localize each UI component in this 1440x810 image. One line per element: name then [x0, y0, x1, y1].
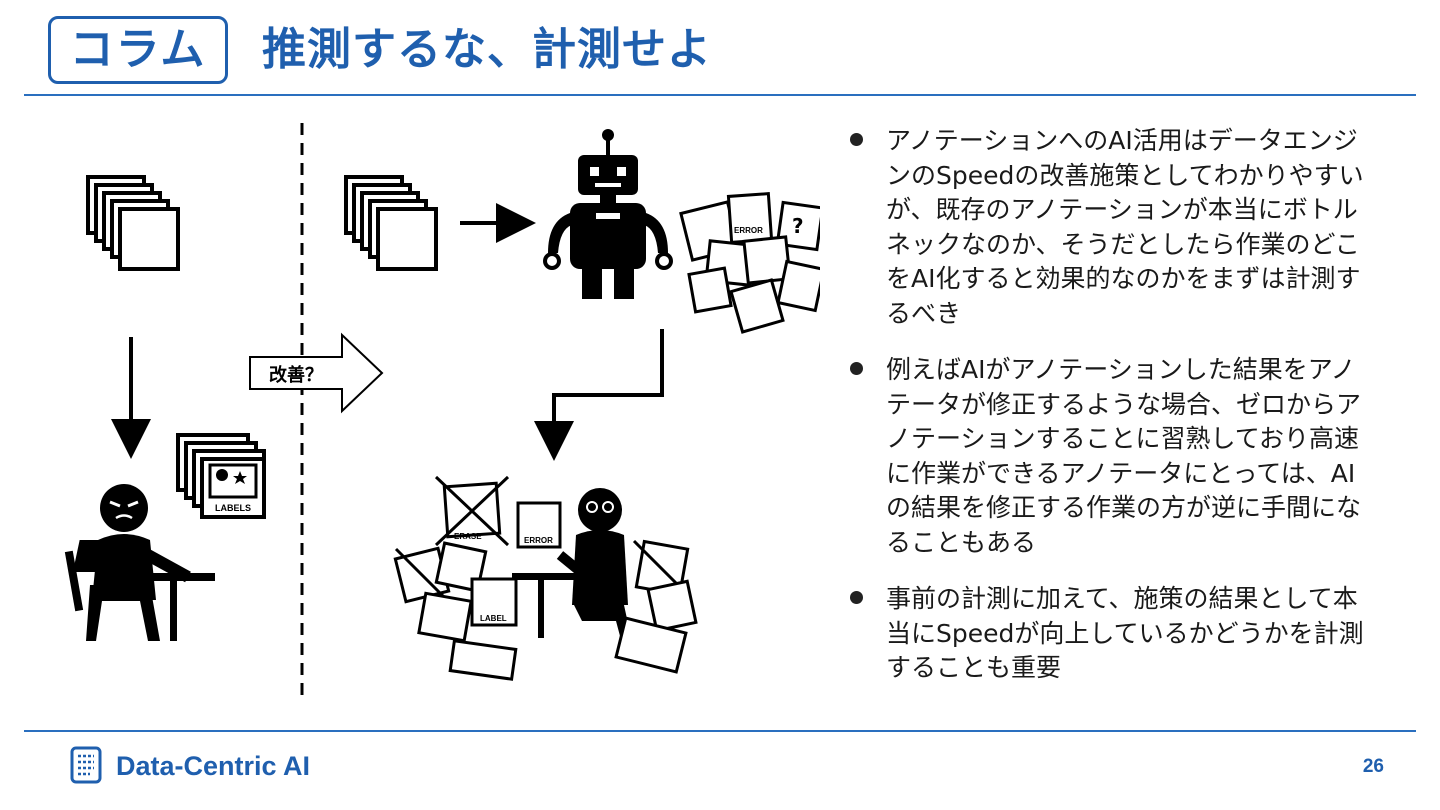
robot-icon [543, 129, 673, 299]
stressed-worker-icon [512, 488, 634, 651]
bullet-dot-icon [850, 133, 863, 146]
slide-title: 推測するな、計測せよ [262, 24, 712, 75]
labels-text: LABELS [215, 503, 251, 513]
header-divider [24, 94, 1416, 96]
page-number: 26 [1362, 756, 1384, 777]
bullet-dot-icon [850, 362, 863, 375]
bullet-list: アノテーションへのAI活用はデータエンジンのSpeedの改善施策としてわかりやす… [846, 124, 1376, 708]
error-card-mark: ? [792, 214, 804, 238]
improvement-arrow-icon [249, 332, 384, 414]
blank-pages-stack-icon [86, 175, 180, 271]
labels-stack-icon [176, 433, 266, 519]
blank-pages-stack-icon-2 [344, 175, 438, 271]
column-badge: コラム [48, 16, 228, 84]
scattered-cards-icon [393, 475, 698, 681]
bullet-dot-icon [850, 591, 863, 604]
bullet-item: 事前の計測に加えて、施策の結果として本当にSpeedが向上しているかどうかを計測… [846, 582, 1376, 686]
worker-error-text: ERROR [524, 536, 553, 545]
data-centric-logo-icon [70, 746, 102, 784]
error-card-text: ERROR [734, 226, 763, 235]
erase-text: ERASE [454, 532, 482, 541]
error-cards-icon [679, 192, 820, 334]
improvement-arrow-label: 改善？ [269, 364, 323, 386]
label-text: LABEL [480, 614, 507, 623]
annotator-person-icon [64, 484, 215, 641]
footer-brand: Data-Centric AI [116, 751, 311, 781]
bullet-item: 例えばAIがアノテーションした結果をアノテータが修正するような場合、ゼロからアノ… [846, 353, 1376, 560]
bullet-item: アノテーションへのAI活用はデータエンジンのSpeedの改善施策としてわかりやす… [846, 124, 1376, 331]
footer-divider [24, 730, 1416, 732]
elbow-arrow-icon [534, 329, 664, 461]
annotation-illustration: LABELS 改善？ [64, 123, 820, 695]
